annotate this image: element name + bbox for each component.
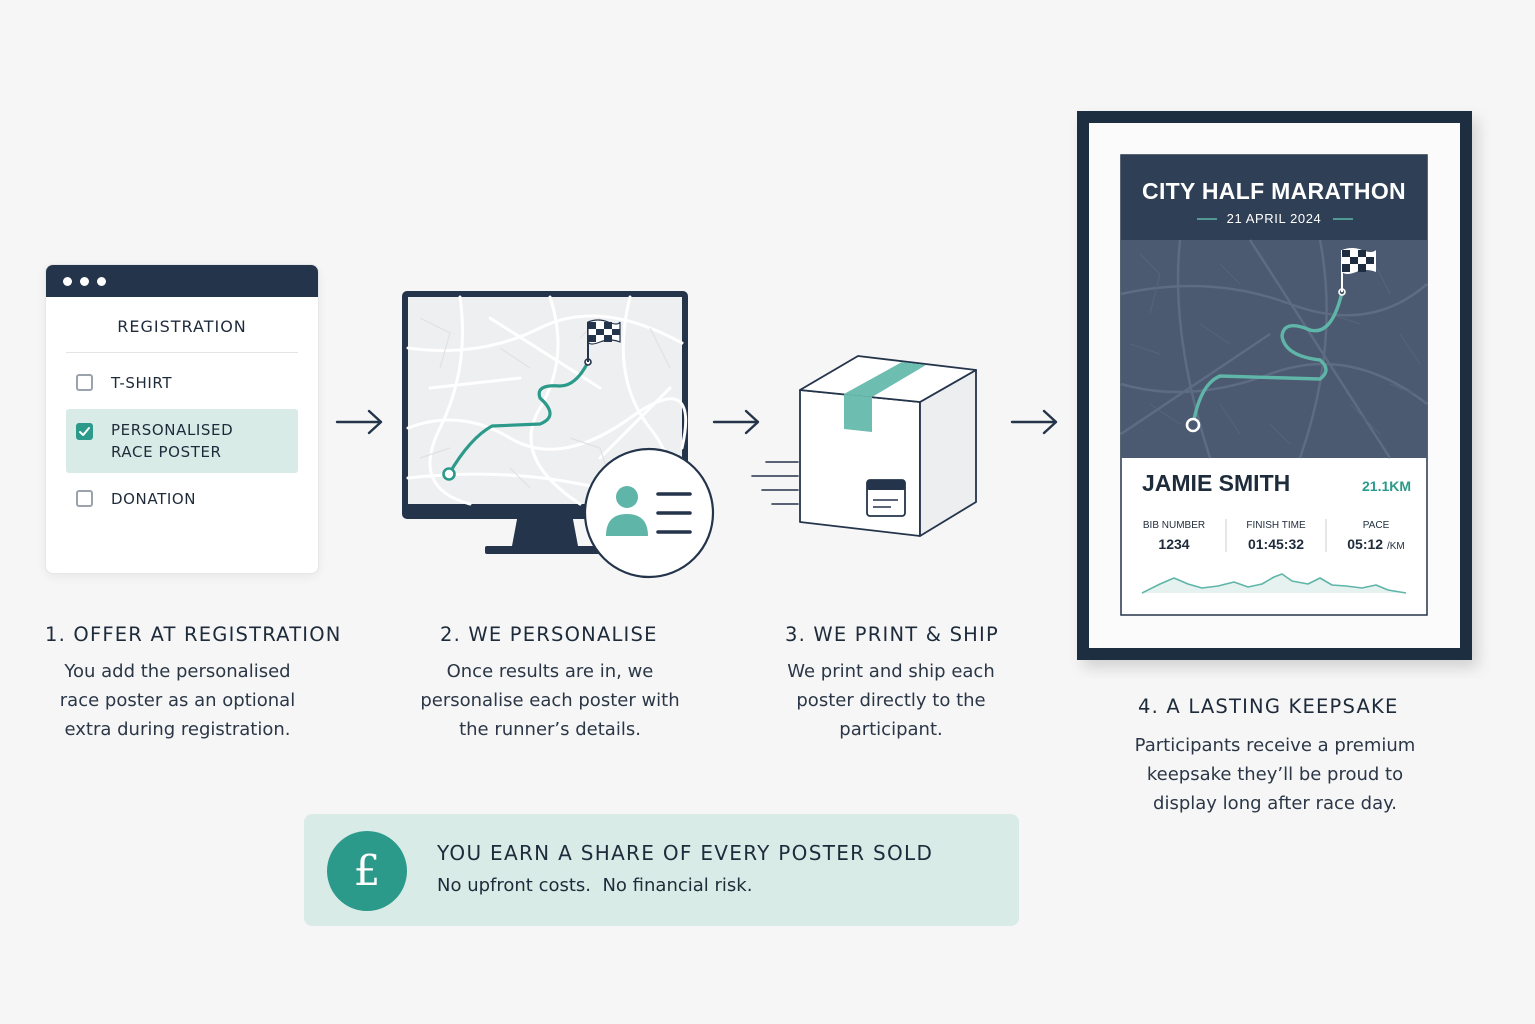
poster-title: CITY HALF MARATHON: [1142, 178, 1406, 204]
step-2-description: Once results are in, we personalise each…: [420, 661, 680, 740]
arrow-right-icon: [1010, 409, 1058, 435]
earn-banner: £ YOU EARN A SHARE OF EVERY POSTER SOLD …: [304, 814, 1019, 926]
framed-poster: [1077, 111, 1472, 660]
checked-checkbox-icon[interactable]: [76, 423, 93, 440]
monitor-map-icon: [402, 291, 715, 579]
window-dot-icon: [63, 277, 72, 286]
banner-subtitle: No upfront costs. No financial risk.: [437, 875, 753, 896]
step-1-description: You add the personalised race poster as …: [59, 661, 296, 740]
pace-unit: /KM: [1386, 541, 1405, 552]
registration-option-donation[interactable]: DONATION: [66, 487, 298, 511]
stat-label-bib: BIB NUMBER: [1142, 520, 1206, 531]
poster-date: 21 APRIL 2024: [1226, 211, 1322, 226]
registration-option-tshirt[interactable]: T-SHIRT: [66, 371, 298, 395]
step-4-description: Participants receive a premium keepsake …: [1134, 735, 1416, 814]
stat-value-bib: 1234: [1158, 536, 1190, 552]
window-dot-icon: [97, 277, 106, 286]
stat-value-finish-time: 01:45:32: [1247, 536, 1305, 552]
arrow-right-icon: [712, 409, 760, 435]
profile-card-icon: [583, 447, 715, 579]
option-label: DONATION: [111, 490, 197, 508]
banner-title: YOU EARN A SHARE OF EVERY POSTER SOLD: [437, 841, 934, 865]
step-3-description: We print and ship each poster directly t…: [787, 661, 995, 740]
shipping-box-icon: [751, 355, 977, 537]
option-label: PERSONALISED RACE POSTER: [111, 421, 234, 461]
finish-flag-icon: [587, 319, 621, 345]
window-title-bar: [46, 265, 318, 297]
option-label: T-SHIRT: [111, 374, 173, 392]
checkbox-icon[interactable]: [76, 374, 93, 391]
checkbox-icon[interactable]: [76, 490, 93, 507]
step-2-title: 2. WE PERSONALISE: [440, 623, 658, 646]
stat-label-finish-time: FINISH TIME: [1246, 520, 1306, 531]
runner-name: JAMIE SMITH: [1142, 470, 1291, 496]
pound-icon: £: [327, 831, 407, 911]
pace-value: 05:12: [1347, 536, 1384, 552]
step-4-title: 4. A LASTING KEEPSAKE: [1138, 695, 1399, 718]
registration-option-poster[interactable]: PERSONALISED RACE POSTER: [66, 409, 298, 473]
finish-flag-icon: [1342, 248, 1376, 274]
step-1-title: 1. OFFER AT REGISTRATION: [45, 623, 342, 646]
window-dot-icon: [80, 277, 89, 286]
stat-label-pace: PACE: [1362, 520, 1390, 531]
race-distance: 21.1KM: [1362, 478, 1412, 494]
step-3-title: 3. WE PRINT & SHIP: [785, 623, 999, 646]
arrow-right-icon: [335, 409, 383, 435]
stat-value-pace: 05:12 /KM: [1326, 536, 1426, 552]
divider: [66, 352, 298, 353]
registration-card: REGISTRATION T-SHIRT PERSONALISED RACE P…: [45, 264, 319, 574]
registration-title: REGISTRATION: [117, 317, 247, 336]
